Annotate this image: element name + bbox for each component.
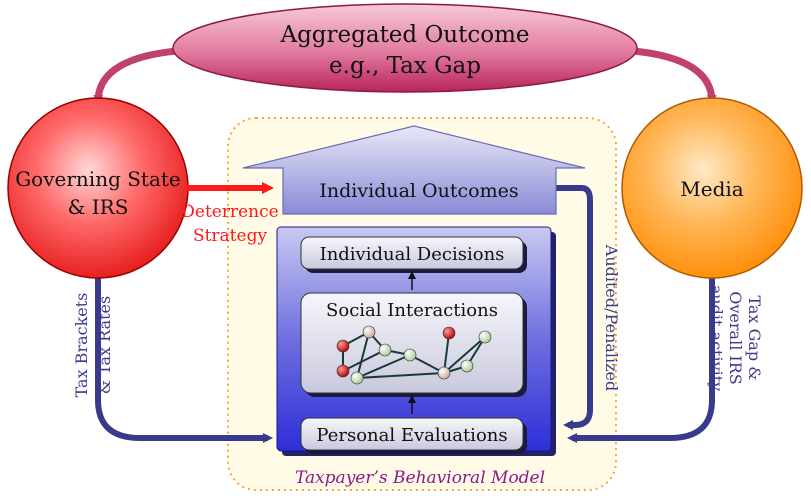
evaluations-box (300, 417, 524, 451)
media-circle (621, 97, 803, 279)
network-node (460, 359, 474, 373)
network-node (442, 326, 456, 340)
media-label: Media (680, 177, 744, 201)
audited-penalized-label: Audited/Penalized (602, 244, 621, 391)
evaluations-label: Personal Evaluations (316, 425, 507, 446)
social-label: Social Interactions (326, 300, 498, 321)
social-network-nodes (336, 325, 492, 385)
network-node (378, 343, 392, 357)
aggregated-outcome-line1: Aggregated Outcome (279, 22, 529, 48)
network-node (350, 371, 364, 385)
network-node (336, 364, 350, 378)
network-node (336, 339, 350, 353)
arrow-audited-penalized (556, 185, 593, 430)
aggregated-outcome-line2: e.g., Tax Gap (329, 53, 481, 79)
arrow-outcome-to-media (619, 46, 717, 105)
arrow-outcome-to-state (93, 46, 191, 105)
arrow-media-feedback (567, 268, 715, 443)
decisions-box (300, 236, 524, 270)
aggregated-outcome-ellipse (172, 3, 638, 93)
tax-brackets-line1: Tax Brackets (72, 293, 91, 398)
individual-outcomes-label: Individual Outcomes (319, 180, 518, 202)
deterrence-line2: Strategy (193, 226, 268, 246)
network-node (437, 366, 451, 380)
network-node (478, 330, 492, 344)
tax-brackets-line2: & Tax Rates (95, 296, 114, 394)
governing-state-line2: & IRS (68, 195, 129, 219)
media-edge-line1: Tax Gap & (745, 296, 764, 381)
model-caption: Taxpayer’s Behavioral Model (295, 468, 545, 488)
deterrence-line1: Deterrence (181, 202, 278, 222)
media-edge-line2: Overall IRS (726, 291, 745, 384)
governing-state-line1: Governing State (15, 167, 181, 191)
network-node (362, 325, 376, 339)
media-edge-line3: audit activity (707, 285, 726, 391)
individual-outcomes-box (242, 125, 586, 215)
arrow-tax-brackets (95, 275, 273, 443)
network-node (403, 348, 417, 362)
decisions-label: Individual Decisions (320, 244, 505, 265)
